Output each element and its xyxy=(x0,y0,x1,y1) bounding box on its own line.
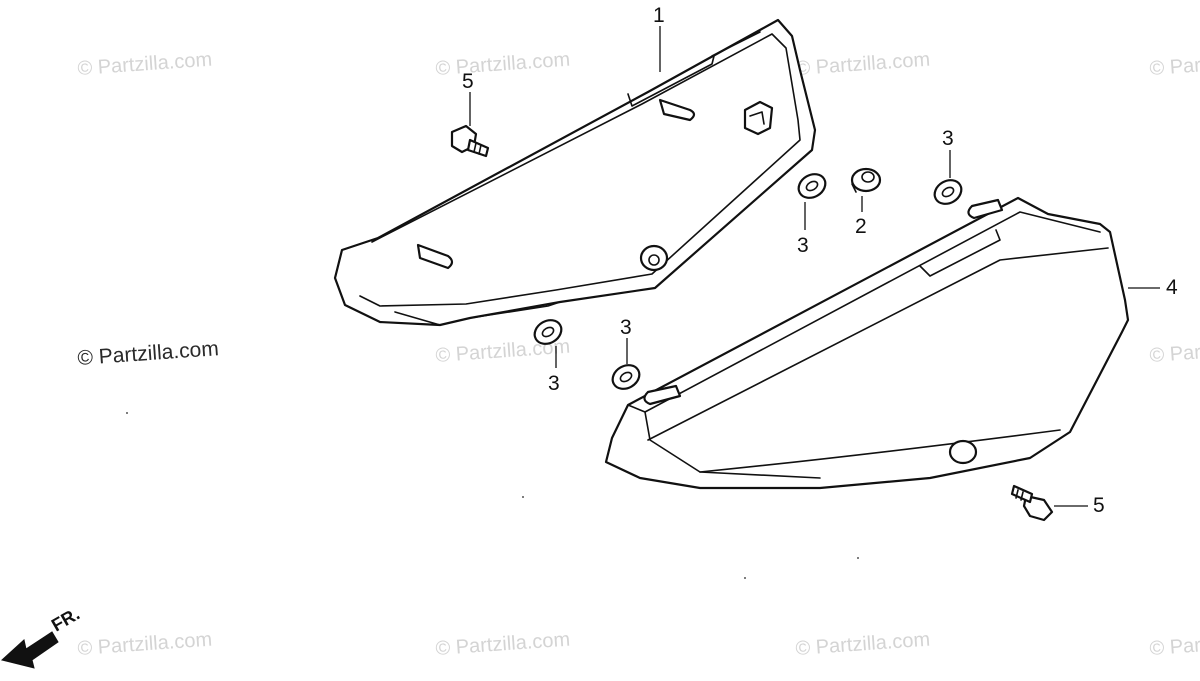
watermark-text: © Partzilla.com xyxy=(435,49,571,80)
watermark-text: © Partzilla.com xyxy=(77,49,213,80)
collar xyxy=(850,167,882,193)
grommet-3a xyxy=(797,173,827,199)
callout-part-5: 5 xyxy=(462,70,474,93)
stray-dot xyxy=(857,557,859,559)
watermark-text: © Partzilla.com xyxy=(77,629,213,660)
stray-dot xyxy=(744,577,746,579)
callout-part-3: 3 xyxy=(620,316,632,339)
watermark-text: © Partzilla.com xyxy=(1149,629,1200,660)
direction-label: FR. xyxy=(48,604,83,636)
callout-part-1: 1 xyxy=(653,4,665,27)
watermark-text: © Partzilla.com xyxy=(1149,336,1200,367)
watermark-text: © Partzilla.com xyxy=(795,49,931,80)
callout-part-4: 4 xyxy=(1166,276,1178,299)
bolt-5b xyxy=(1010,484,1054,522)
stray-dot xyxy=(522,496,524,498)
side-cover-right xyxy=(604,196,1130,490)
direction-arrow-icon xyxy=(0,631,59,669)
grommet-3d xyxy=(611,364,641,390)
callout-part-2: 2 xyxy=(855,215,867,238)
side-cover-left xyxy=(333,18,817,327)
grommet-3c xyxy=(533,319,563,345)
callout-part-5: 5 xyxy=(1093,494,1105,517)
callout-part-3: 3 xyxy=(942,127,954,150)
watermark-text: © Partzilla.com xyxy=(1149,49,1200,80)
watermark-text: © Partzilla.com xyxy=(795,629,931,660)
callout-part-3: 3 xyxy=(797,234,809,257)
front-direction-indicator: FR. xyxy=(0,604,83,669)
watermark-text: © Partzilla.com xyxy=(435,629,571,660)
grommet-3b xyxy=(933,179,963,205)
watermark-main-text: © Partzilla.com xyxy=(77,337,220,370)
leader-lines xyxy=(469,26,1160,507)
stray-dot xyxy=(126,412,128,414)
bolt-5a xyxy=(450,124,490,158)
callout-part-3: 3 xyxy=(548,372,560,395)
